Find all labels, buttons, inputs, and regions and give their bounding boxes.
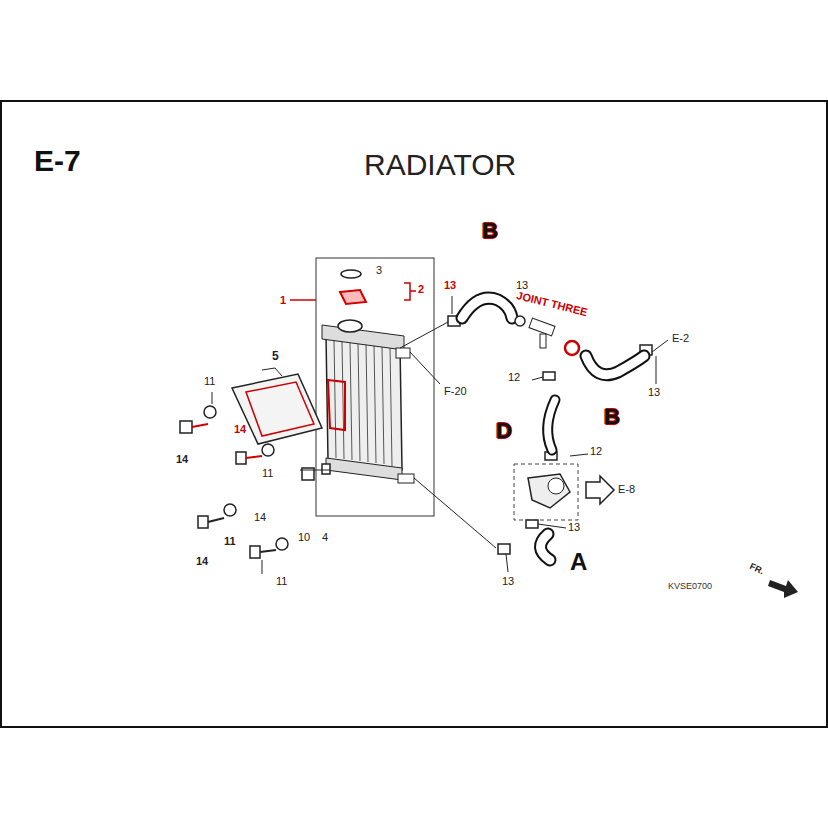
callout-number: 14	[234, 424, 246, 435]
callout-number: 2	[418, 284, 424, 295]
callout-number: 11	[204, 376, 215, 387]
hose-letter: A	[570, 550, 587, 574]
callout-number: 12	[590, 446, 602, 457]
callout-number: 11	[224, 536, 236, 547]
callout-number: 14	[196, 556, 208, 567]
callout-number: 11	[276, 576, 287, 587]
diagram-title: RADIATOR	[364, 150, 516, 180]
callout-number: 13	[648, 387, 660, 398]
callout-number: 13	[568, 522, 580, 533]
section-code: E-7	[34, 146, 81, 176]
hose-letter: D	[496, 420, 512, 442]
callout-number: 10	[298, 532, 310, 543]
callout-number: 14	[254, 512, 266, 523]
callout-number: 3	[376, 265, 382, 276]
callout-number: 13	[444, 280, 456, 291]
callout-number: 11	[262, 468, 273, 479]
section-ref: F-20	[444, 386, 467, 397]
callout-number: 14	[176, 454, 188, 465]
section-ref: E-2	[672, 333, 689, 344]
callout-number: 12	[508, 372, 520, 383]
part-note: JOINT THREE	[515, 290, 588, 318]
diagram-code: KVSE0700	[668, 582, 712, 591]
section-ref: E-8	[618, 484, 635, 495]
hose-letter: B	[482, 220, 498, 242]
callout-number: 5	[272, 350, 279, 362]
callout-number: 1	[280, 295, 286, 306]
front-mark: FR.	[748, 562, 765, 576]
callout-number: 13	[502, 576, 514, 587]
callout-number: 4	[322, 532, 328, 543]
hose-letter: B	[604, 406, 620, 428]
